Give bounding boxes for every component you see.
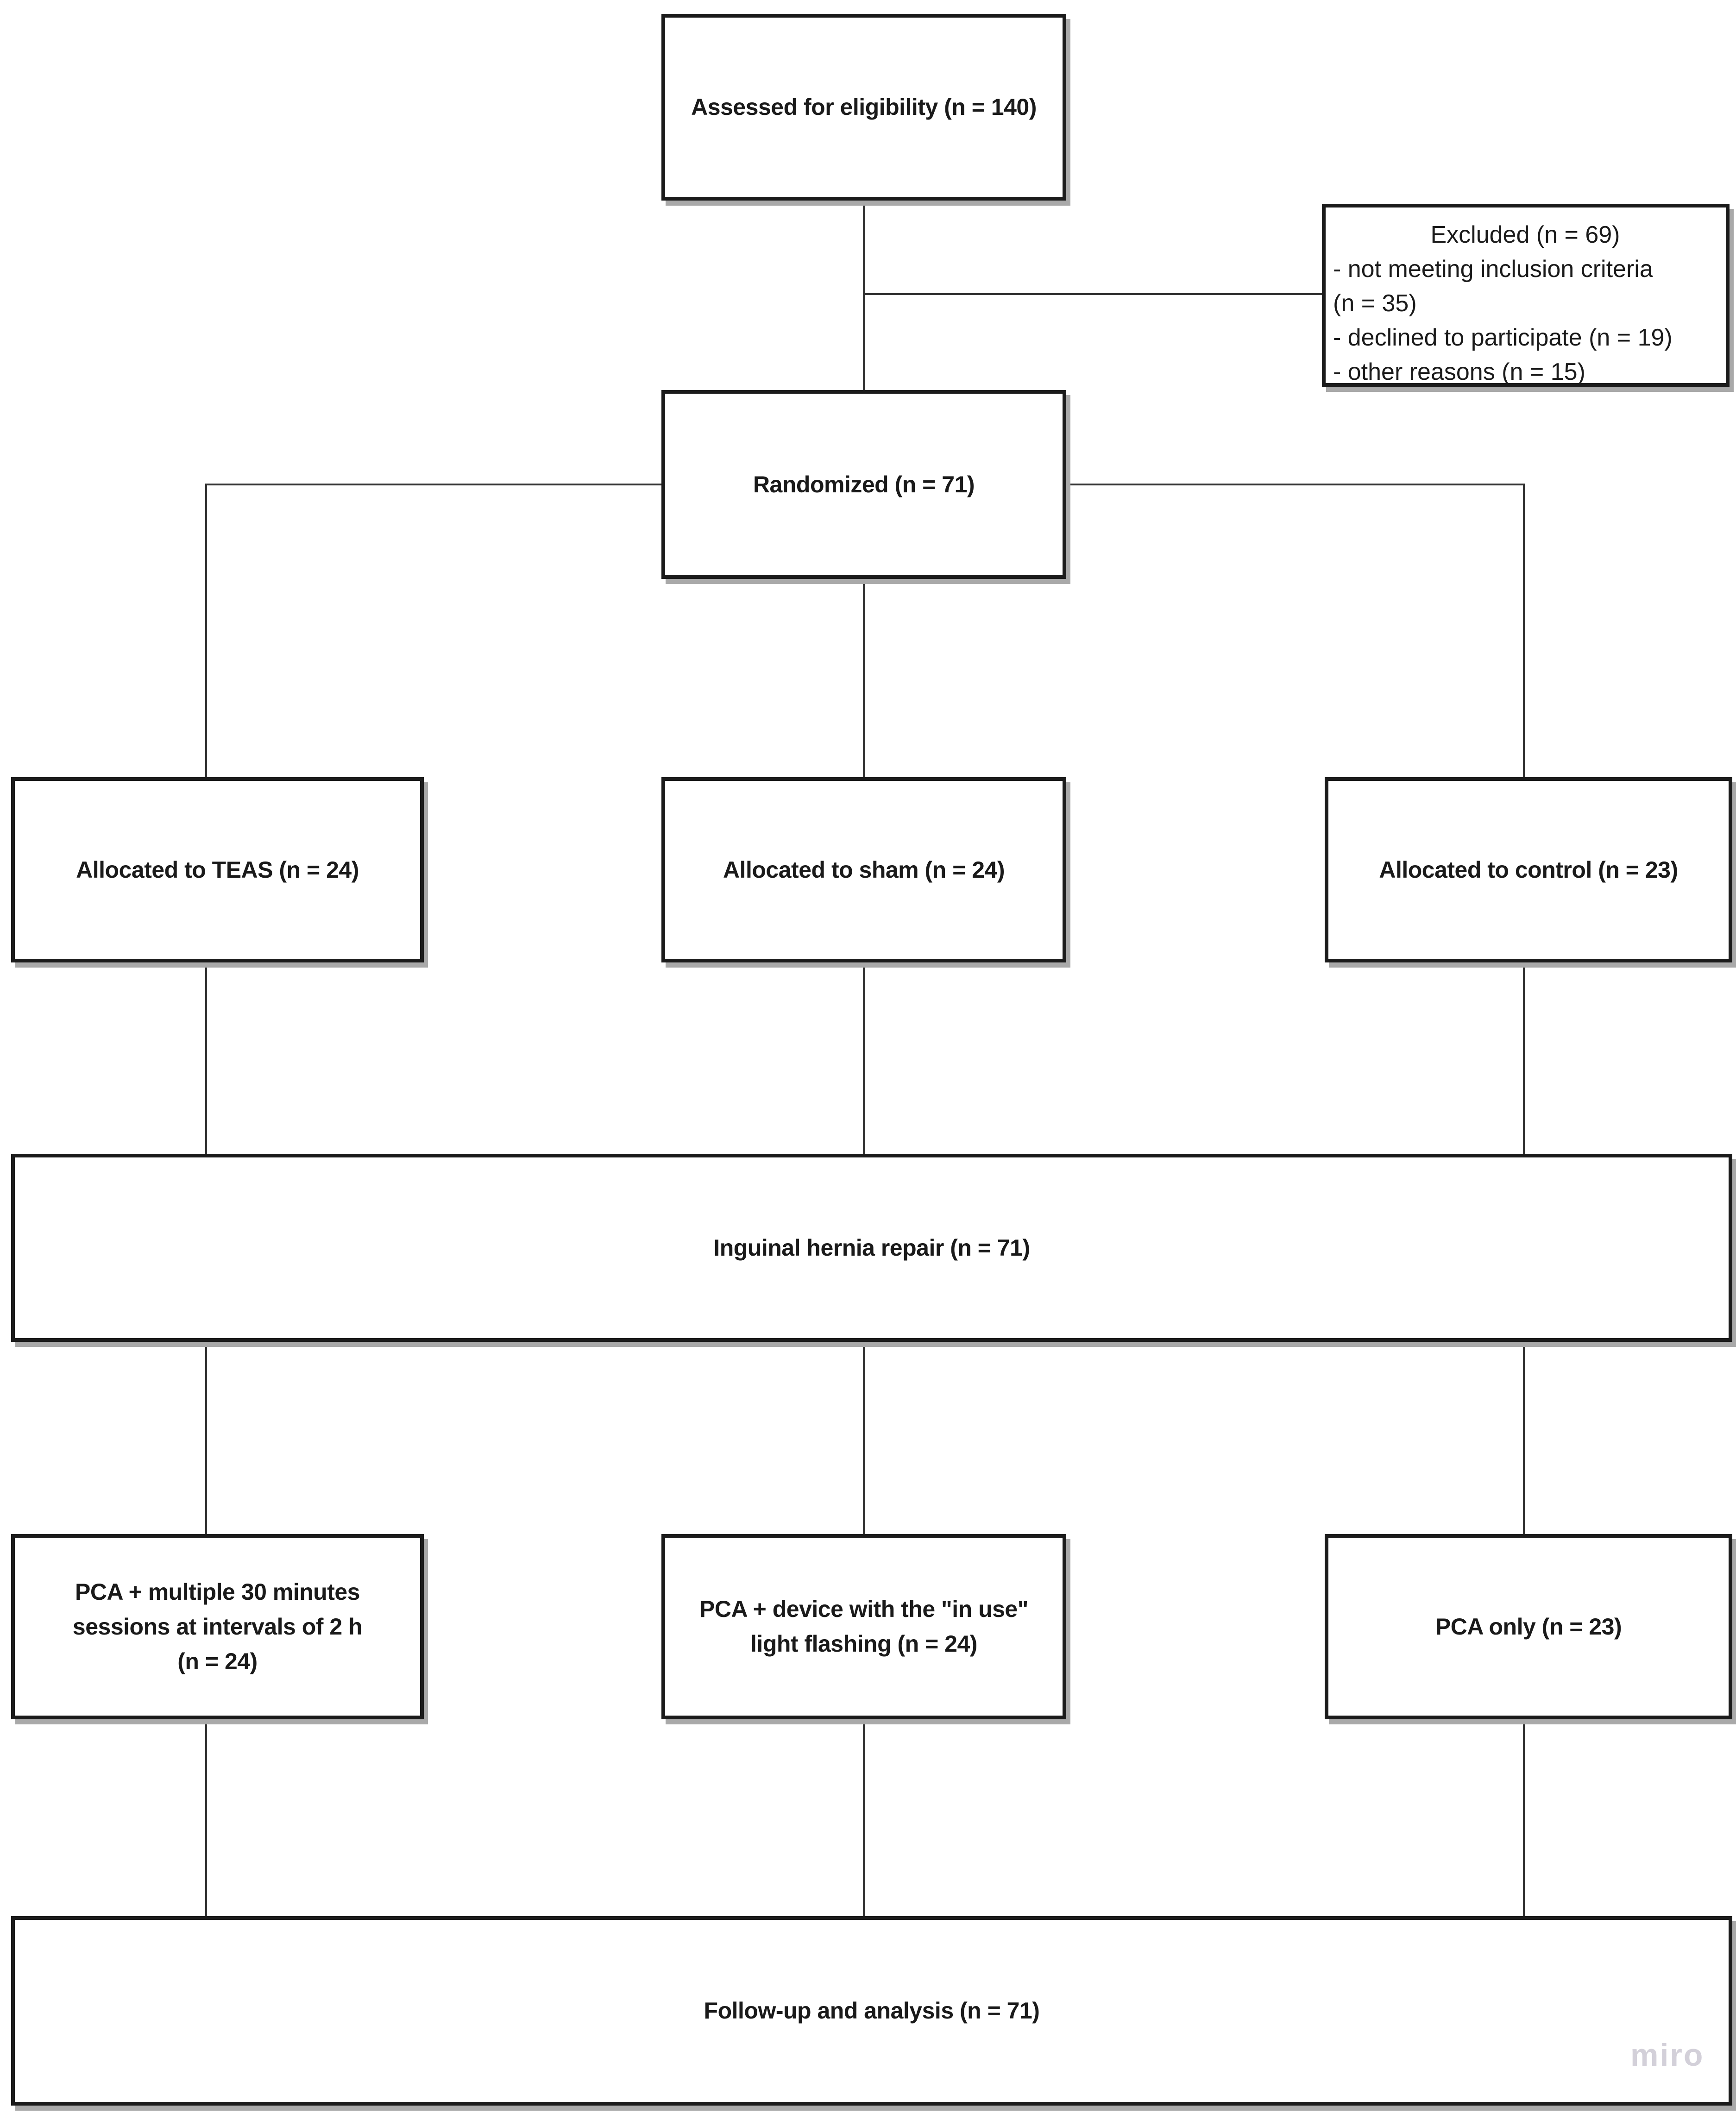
connector-branch-left	[206, 484, 662, 485]
flow-box-excluded: Excluded (n = 69) - not meeting inclusio…	[1322, 204, 1730, 387]
flow-box-followup: Follow-up and analysis (n = 71)	[11, 1916, 1732, 2106]
connector-sham-hernia	[863, 962, 865, 1155]
excluded-title: Excluded (n = 69)	[1430, 221, 1620, 248]
connector-pca-left-followup	[205, 1719, 207, 1917]
pca-sham-line: PCA + device with the "in use"	[699, 1596, 1028, 1622]
connector-pca-mid-followup	[863, 1719, 865, 1917]
pca-teas-label: PCA + multiple 30 minutes sessions at in…	[66, 1575, 369, 1679]
connector-right-to-control	[1523, 484, 1525, 778]
flow-box-assessed: Assessed for eligibility (n = 140)	[661, 14, 1066, 201]
connector-teas-hernia	[205, 962, 207, 1155]
connector-assessed-randomized	[863, 201, 865, 391]
flow-box-randomized: Randomized (n = 71)	[661, 390, 1066, 579]
hernia-label: Inguinal hernia repair (n = 71)	[713, 1234, 1030, 1261]
excluded-reason: - other reasons (n = 15)	[1333, 358, 1585, 385]
followup-label: Follow-up and analysis (n = 71)	[704, 1998, 1040, 2024]
connector-hernia-pca-left	[205, 1342, 207, 1535]
excluded-reason: - not meeting inclusion criteria	[1333, 256, 1653, 283]
excluded-content: Excluded (n = 69) - not meeting inclusio…	[1326, 207, 1726, 389]
assessed-label: Assessed for eligibility (n = 140)	[691, 94, 1037, 120]
teas-label: Allocated to TEAS (n = 24)	[76, 856, 359, 883]
pca-teas-line: (n = 24)	[177, 1648, 258, 1674]
flow-box-pca-only: PCA only (n = 23)	[1325, 1534, 1732, 1719]
excluded-reason: (n = 35)	[1333, 290, 1417, 317]
flow-box-pca-teas: PCA + multiple 30 minutes sessions at in…	[11, 1534, 424, 1719]
flow-box-pca-sham: PCA + device with the "in use" light fla…	[661, 1534, 1066, 1719]
flow-box-allocated-teas: Allocated to TEAS (n = 24)	[11, 777, 424, 962]
connector-pca-right-followup	[1523, 1719, 1525, 1917]
control-label: Allocated to control (n = 23)	[1379, 856, 1678, 883]
flow-box-allocated-sham: Allocated to sham (n = 24)	[661, 777, 1066, 962]
connector-branch-right	[1065, 484, 1524, 485]
sham-label: Allocated to sham (n = 24)	[723, 856, 1005, 883]
connector-excluded-branch	[864, 293, 1323, 295]
connector-left-to-teas	[205, 484, 207, 778]
connector-hernia-pca-mid	[863, 1342, 865, 1535]
connector-control-hernia	[1523, 962, 1525, 1155]
pca-teas-line: sessions at intervals of 2 h	[72, 1613, 363, 1640]
miro-watermark: miro	[1630, 2037, 1705, 2073]
pca-only-label: PCA only (n = 23)	[1435, 1613, 1622, 1640]
pca-sham-line: light flashing (n = 24)	[750, 1631, 977, 1657]
excluded-reason: - declined to participate (n = 19)	[1333, 324, 1673, 351]
connector-randomized-sham	[863, 579, 865, 778]
randomized-label: Randomized (n = 71)	[753, 471, 975, 497]
pca-teas-line: PCA + multiple 30 minutes	[75, 1578, 360, 1605]
flow-box-allocated-control: Allocated to control (n = 23)	[1325, 777, 1732, 962]
connector-hernia-pca-right	[1523, 1342, 1525, 1535]
flow-box-hernia-repair: Inguinal hernia repair (n = 71)	[11, 1154, 1732, 1342]
pca-sham-label: PCA + device with the "in use" light fla…	[693, 1592, 1035, 1661]
